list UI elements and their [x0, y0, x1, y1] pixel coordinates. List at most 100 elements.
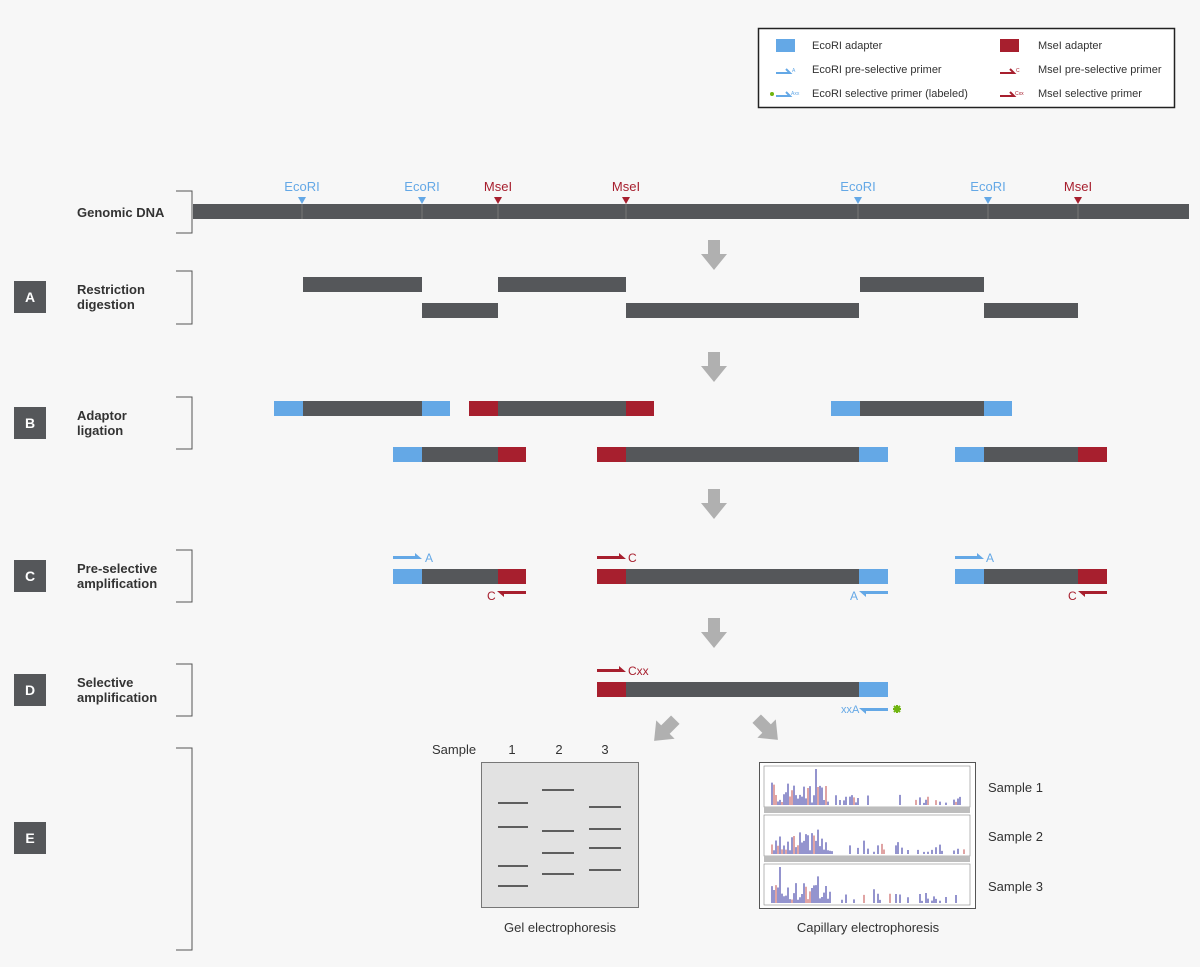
- msei-primer-icon: [597, 553, 626, 559]
- step-b-bracket: [176, 396, 193, 450]
- svg-text:Cxx: Cxx: [1015, 91, 1024, 97]
- diagonal-arrow-left-icon: [654, 715, 680, 741]
- ecori-primer-icon: [393, 553, 422, 559]
- step-c-letter: C: [25, 568, 35, 584]
- primer-label: C: [628, 551, 637, 565]
- star-icon: [770, 92, 774, 96]
- gel-bands: [498, 789, 621, 887]
- cut-site-marker-icon: [298, 197, 306, 204]
- svg-text:Axx: Axx: [791, 91, 800, 97]
- cut-site-label: MseI: [484, 179, 512, 194]
- preselective-fragment-3: A C: [955, 551, 1107, 603]
- step-d-bracket: [176, 663, 193, 717]
- legend-msei-preselective-icon: C: [1000, 68, 1020, 74]
- diagonal-arrow-right-icon: [752, 714, 778, 740]
- step-d-badge: [14, 674, 46, 706]
- primer-label: C: [1068, 589, 1077, 603]
- cut-site-label: MseI: [612, 179, 640, 194]
- legend-ecori-selective-icon: Axx: [770, 91, 800, 97]
- cut-site: MseI: [484, 179, 512, 219]
- step-a-title-line1: Restriction: [77, 282, 145, 297]
- step-c-title-line1: Pre-selective: [77, 561, 157, 576]
- step-b-title-line1: Adaptor: [77, 408, 127, 423]
- cut-site-marker-icon: [984, 197, 992, 204]
- gel-box: [481, 762, 639, 908]
- gel-lane-label: 1: [508, 742, 515, 757]
- capillary-sample-label: Sample 2: [988, 829, 1043, 844]
- down-arrow-icon: [701, 489, 727, 519]
- restriction-fragments: [303, 277, 1078, 318]
- step-a-badge: [14, 281, 46, 313]
- genomic-dna-strand: [193, 204, 1189, 219]
- gel-lane-label: 3: [601, 742, 608, 757]
- star-icon: [893, 705, 901, 713]
- primer-label: A: [986, 551, 994, 565]
- svg-text:A: A: [792, 68, 796, 74]
- primer-label: Cxx: [628, 664, 649, 678]
- electropherograms: [763, 765, 971, 906]
- capillary-caption: Capillary electrophoresis: [797, 920, 940, 935]
- step-c-badge: [14, 560, 46, 592]
- primer-label: A: [850, 589, 858, 603]
- msei-primer-icon: [597, 666, 626, 672]
- step-c-bracket: [176, 549, 193, 603]
- step-e-bracket: [176, 747, 193, 951]
- step-c-title-line2: amplification: [77, 576, 157, 591]
- selective-fragment: Cxx xxA: [597, 664, 901, 716]
- ecori-primer-icon: [859, 708, 888, 714]
- capillary-sample-label: Sample 1: [988, 780, 1043, 795]
- legend-ecori-preselective-icon: A: [776, 68, 796, 74]
- down-arrow-icon: [701, 240, 727, 270]
- legend-msei-adapter-swatch: [1000, 39, 1019, 52]
- step-a-letter: A: [25, 289, 35, 305]
- capillary-sample-label: Sample 3: [988, 879, 1043, 894]
- legend-msei-preselective-label: MseI pre-selective primer: [1038, 64, 1162, 76]
- legend-ecori-adapter-swatch: [776, 39, 795, 52]
- cut-site-label: MseI: [1064, 179, 1092, 194]
- cut-site: MseI: [1064, 179, 1092, 219]
- legend-msei-selective-label: MseI selective primer: [1038, 88, 1142, 100]
- primer-label: A: [425, 551, 433, 565]
- legend-ecori-preselective-label: EcoRI pre-selective primer: [812, 64, 942, 76]
- cut-site: EcoRI: [970, 179, 1006, 219]
- ecori-primer-icon: [955, 553, 984, 559]
- electropherogram-panel: [763, 863, 971, 906]
- step-a-title-line2: digestion: [77, 297, 135, 312]
- step-b-badge: [14, 407, 46, 439]
- cut-site: EcoRI: [284, 179, 320, 219]
- legend-box: [757, 27, 1176, 109]
- primer-label: C: [487, 589, 496, 603]
- cut-site-marker-icon: [494, 197, 502, 204]
- genomic-bracket: [176, 190, 193, 234]
- step-e-letter: E: [25, 830, 34, 846]
- step-b-title-line2: ligation: [77, 423, 123, 438]
- down-arrow-icon: [701, 352, 727, 382]
- gel-lane-label: 2: [555, 742, 562, 757]
- cut-site-marker-icon: [1074, 197, 1082, 204]
- step-e-badge: [14, 822, 46, 854]
- msei-primer-icon: [497, 591, 526, 597]
- ligated-fragments: [274, 401, 1107, 462]
- electropherogram-panel: [763, 814, 971, 862]
- step-a-bracket: [176, 270, 193, 325]
- down-arrow-icon: [701, 618, 727, 648]
- cut-site-label: EcoRI: [404, 179, 439, 194]
- electropherogram-panel: [763, 765, 971, 813]
- svg-text:C: C: [1016, 68, 1020, 74]
- cut-site: MseI: [612, 179, 640, 219]
- gel-sample-label: Sample: [432, 742, 476, 757]
- step-d-letter: D: [25, 682, 35, 698]
- step-d-title-line2: amplification: [77, 690, 157, 705]
- preselective-fragment-1: A C: [393, 551, 526, 603]
- step-d-title-line1: Selective: [77, 675, 133, 690]
- cut-site-label: EcoRI: [970, 179, 1005, 194]
- legend-msei-selective-icon: Cxx: [1000, 91, 1024, 97]
- cut-site-marker-icon: [854, 197, 862, 204]
- cut-site: EcoRI: [404, 179, 440, 219]
- genomic-dna-label: Genomic DNA: [77, 205, 165, 220]
- cut-site-label: EcoRI: [284, 179, 319, 194]
- cut-site-marker-icon: [418, 197, 426, 204]
- ecori-primer-icon: [859, 591, 888, 597]
- step-b-letter: B: [25, 415, 35, 431]
